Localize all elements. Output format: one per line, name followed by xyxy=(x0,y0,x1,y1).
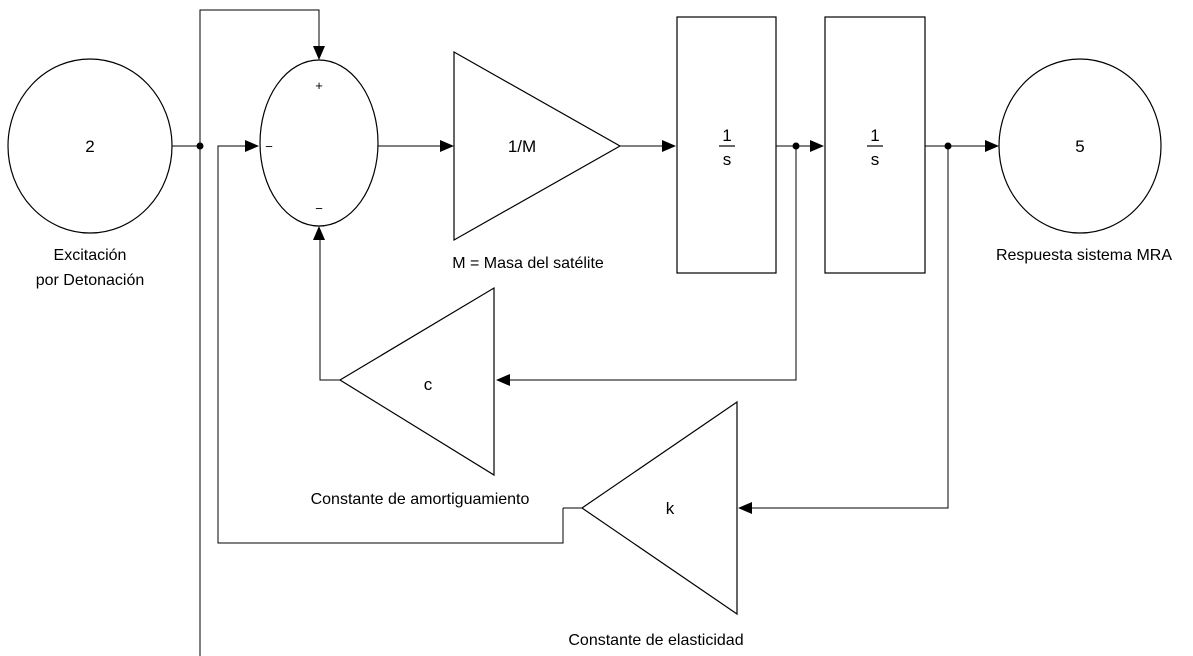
excitation-caption-line1: Excitación xyxy=(54,247,127,264)
gain-damping-text: c xyxy=(424,375,433,394)
wire-velocity-feedback xyxy=(510,146,797,381)
integrator-2-numerator: 1 xyxy=(870,126,879,145)
excitation-inport-shape[interactable] xyxy=(7,58,173,234)
arrow-into-int1 xyxy=(662,140,676,152)
output-caption: Respuesta sistema MRA xyxy=(996,247,1172,264)
gain-mass-block[interactable]: 1/M xyxy=(453,50,622,242)
arrow-into-damping xyxy=(496,374,510,386)
output-outport-number: 5 xyxy=(1075,137,1084,156)
output-outport[interactable]: 5 xyxy=(998,58,1162,234)
gain-mass-shape[interactable] xyxy=(453,50,622,242)
integrator-1-numerator: 1 xyxy=(722,126,731,145)
gain-stiffness-caption: Constante de elasticidad xyxy=(568,632,743,649)
gain-mass-text: 1/M xyxy=(508,137,536,156)
sum-sign-left: − xyxy=(265,139,273,154)
arrow-into-sum-left xyxy=(245,140,259,152)
excitation-inport-number: 2 xyxy=(85,137,94,156)
arrow-into-gain-mass xyxy=(440,140,454,152)
wire-damping-to-sum xyxy=(319,240,340,381)
sum-block[interactable]: + − − xyxy=(259,59,379,227)
signal-lines xyxy=(172,9,985,656)
gain-stiffness-block[interactable]: k xyxy=(580,400,738,616)
wire-stiffness-to-sum xyxy=(217,145,564,544)
excitation-inport[interactable]: 2 xyxy=(7,58,173,234)
arrow-into-int2 xyxy=(810,140,824,152)
branch-node-position xyxy=(944,142,952,150)
gain-damping-shape[interactable] xyxy=(338,286,495,477)
gain-mass-caption: M = Masa del satélite xyxy=(452,255,604,272)
gain-stiffness-shape[interactable] xyxy=(580,400,738,616)
integrator-2-denominator: s xyxy=(871,150,880,169)
integrator-2-block[interactable]: 1 s xyxy=(824,16,926,274)
wire-position-feedback xyxy=(752,146,949,509)
arrow-into-output xyxy=(985,140,999,152)
gain-damping-block[interactable]: c xyxy=(338,286,495,477)
branch-nodes xyxy=(196,142,952,150)
integrator-2-shape[interactable] xyxy=(824,16,926,274)
arrow-into-sum-top xyxy=(313,46,325,60)
sum-sign-top: + xyxy=(315,78,323,93)
arrow-into-stiffness xyxy=(738,502,752,514)
sum-block-shape[interactable] xyxy=(259,59,379,227)
branch-node-excitation xyxy=(196,142,204,150)
arrow-into-sum-bottom xyxy=(313,226,325,240)
branch-node-velocity xyxy=(792,142,800,150)
output-outport-shape[interactable] xyxy=(998,58,1162,234)
gain-stiffness-text: k xyxy=(666,499,675,518)
wire-excitation-branch xyxy=(199,9,320,656)
arrowheads xyxy=(245,46,999,514)
excitation-caption-line2: por Detonación xyxy=(36,272,145,289)
integrator-1-denominator: s xyxy=(723,150,732,169)
integrator-1-block[interactable]: 1 s xyxy=(676,16,777,274)
integrator-1-shape[interactable] xyxy=(676,16,777,274)
gain-damping-caption: Constante de amortiguamiento xyxy=(311,491,530,508)
sum-sign-bottom: − xyxy=(315,201,323,216)
